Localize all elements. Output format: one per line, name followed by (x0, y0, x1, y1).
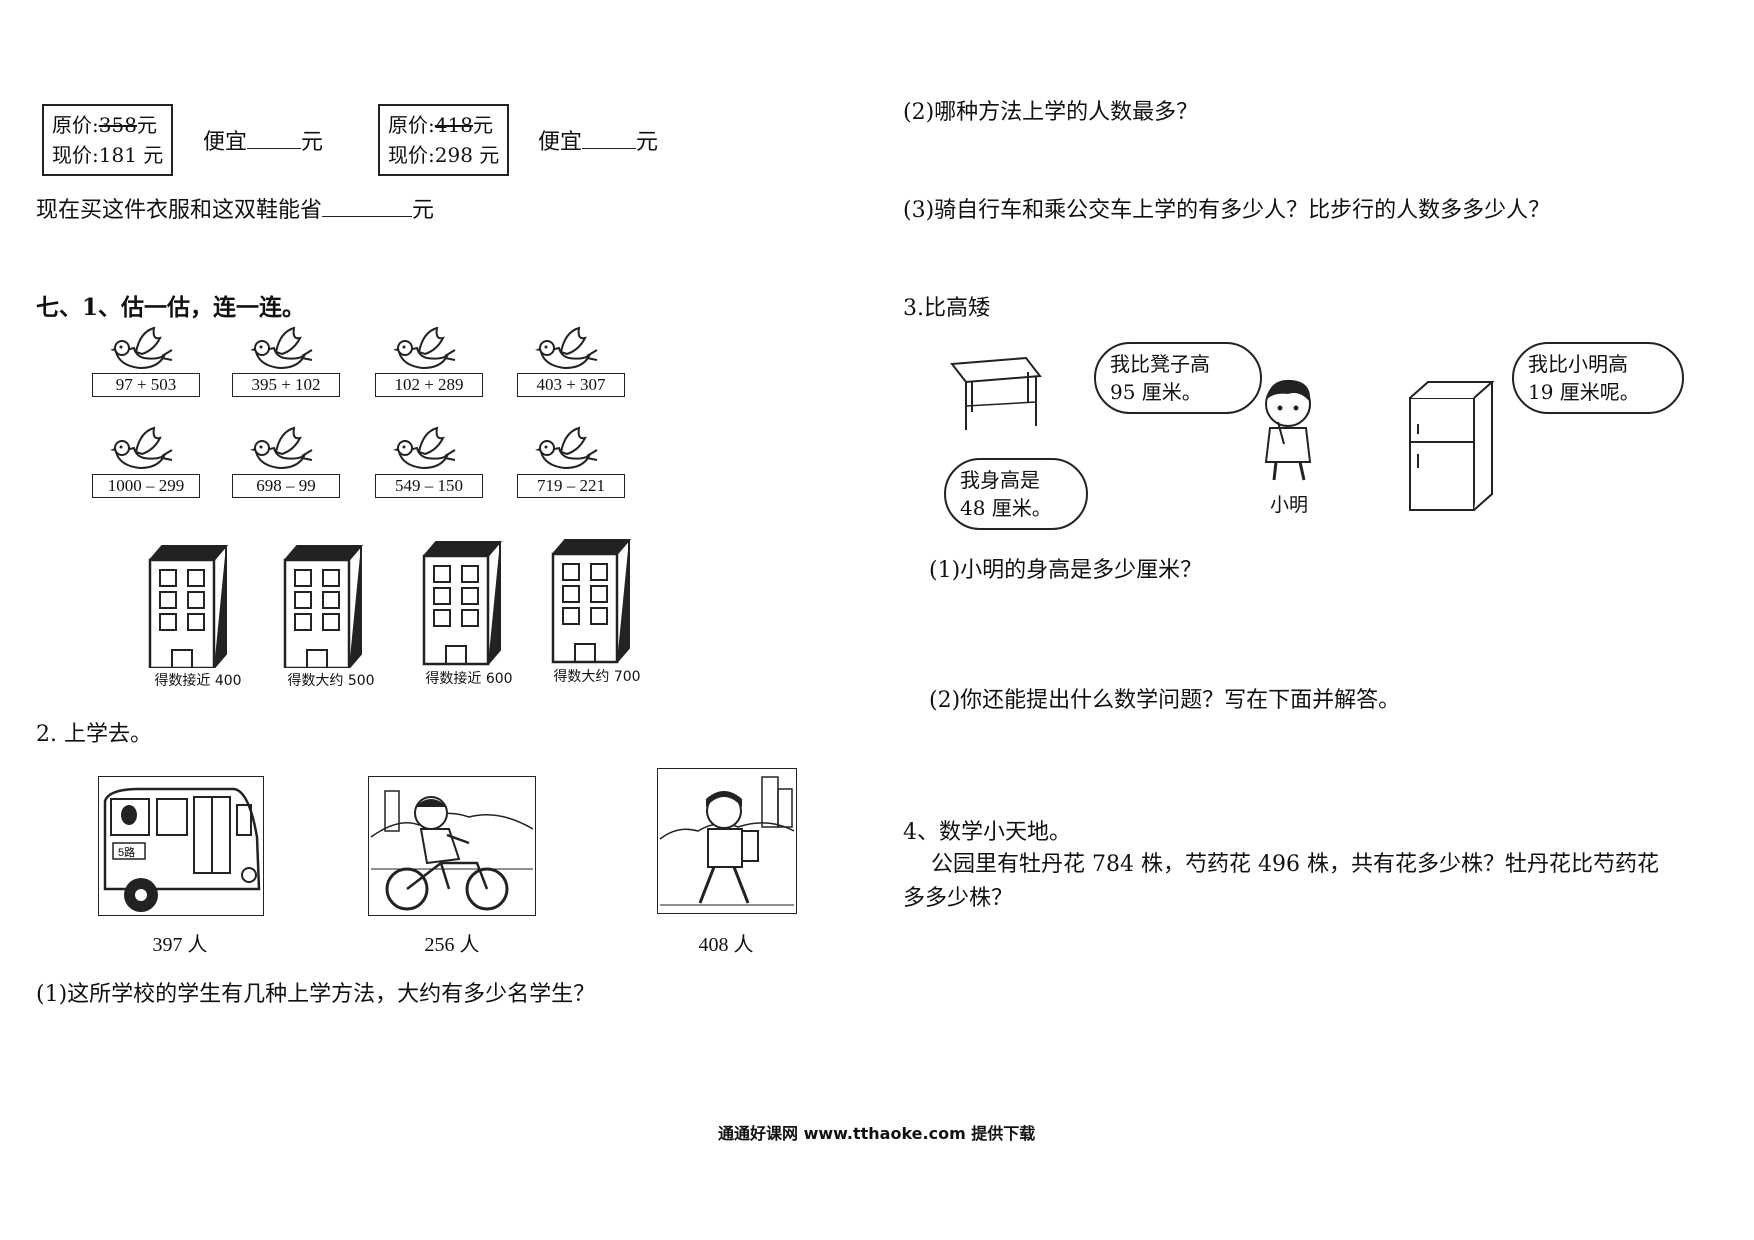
cheaper-label: 便宜 (203, 130, 248, 155)
question-2: (2)哪种方法上学的人数最多？ (903, 100, 1199, 125)
building-label: 得数接近 600 (425, 671, 513, 687)
answer-blank[interactable] (247, 130, 302, 149)
orig-price-label: 原价: (52, 113, 99, 137)
save-question: 现在买这件衣服和这双鞋能省 元 (36, 192, 434, 224)
bubble-line: 19 厘米呢。 (1528, 380, 1640, 404)
orig-price-unit: 元 (136, 113, 157, 137)
building-label: 得数大约 700 (553, 669, 641, 685)
section4-title: 4、数学小天地。 (903, 820, 1071, 845)
building-label: 得数大约 500 (287, 673, 375, 689)
cheaper-label: 便宜 (538, 130, 583, 155)
building-label: 得数接近 400 (154, 673, 242, 689)
expr-box[interactable]: 102 + 289 (375, 373, 483, 397)
building-icon (283, 545, 364, 668)
now-price-value: 181 (98, 143, 137, 167)
bird-icon (393, 326, 456, 370)
building-icon (148, 545, 229, 668)
bird-icon (393, 426, 456, 470)
bubble-line: 我身高是 (960, 468, 1040, 492)
expr-box[interactable]: 698 – 99 (232, 474, 340, 498)
section7-title: 七、1、估一估，连一连。 (36, 294, 306, 321)
fridge-picture (1409, 381, 1495, 511)
cheaper-1: 便宜 元 (203, 124, 323, 156)
bird-icon (110, 326, 173, 370)
building-icon (422, 541, 503, 666)
section3-title: 3.比高矮 (903, 296, 990, 321)
orig-price-value: 418 (434, 113, 473, 137)
count-bus: 397 人 (152, 934, 208, 956)
xiaoming-label: 小明 (1270, 494, 1309, 516)
bird-icon (110, 426, 173, 470)
expr-box[interactable]: 719 – 221 (517, 474, 625, 498)
bubble-line: 95 厘米。 (1110, 380, 1202, 404)
question-3: (3)骑自行车和乘公交车上学的有多少人？比步行的人数多多少人？ (903, 198, 1551, 223)
speech-bubble-stool: 我身高是 48 厘米。 (944, 458, 1088, 530)
orig-price-unit: 元 (472, 113, 493, 137)
bird-icon (535, 426, 598, 470)
bicycle-picture (368, 776, 536, 916)
stool-picture (950, 356, 1042, 430)
cheaper-unit: 元 (636, 130, 659, 155)
answer-blank[interactable] (322, 198, 413, 217)
section3-question-2: (2)你还能提出什么数学问题？写在下面并解答。 (929, 688, 1401, 713)
speech-bubble-boy: 我比凳子高 95 厘米。 (1094, 342, 1262, 414)
section2-title: 2. 上学去。 (36, 722, 152, 747)
expr-box[interactable]: 403 + 307 (517, 373, 625, 397)
cheaper-unit: 元 (301, 130, 324, 155)
building-icon (551, 539, 632, 664)
count-bicycle: 256 人 (424, 934, 480, 956)
now-price-value: 298 (434, 143, 473, 167)
section4-line-1: 公园里有牡丹花 784 株，芍药花 496 株，共有花多少株？牡丹花比芍药花 (931, 852, 1659, 877)
price-box-shoes: 原价:418元 现价:298 元 (378, 104, 510, 176)
bird-icon (250, 426, 313, 470)
question-1: (1)这所学校的学生有几种上学方法，大约有多少名学生？ (36, 982, 596, 1007)
price-box-clothes: 原价:358元 现价:181 元 (42, 104, 174, 176)
orig-price-label: 原价: (388, 113, 435, 137)
count-walking: 408 人 (698, 934, 754, 956)
expr-box[interactable]: 395 + 102 (232, 373, 340, 397)
expr-box[interactable]: 1000 – 299 (92, 474, 200, 498)
section4-line-2: 多多少株？ (903, 886, 1014, 911)
bubble-line: 48 厘米。 (960, 496, 1052, 520)
xiaoming-picture (1264, 379, 1312, 481)
bus-picture: 5路 (98, 776, 264, 916)
bird-icon (535, 326, 598, 370)
now-price-unit: 元 (479, 143, 500, 167)
now-price-label: 现价: (388, 143, 435, 167)
bubble-line: 我比凳子高 (1110, 352, 1210, 376)
orig-price-value: 358 (98, 113, 137, 137)
walking-picture (657, 768, 797, 914)
bird-icon (250, 326, 313, 370)
save-unit: 元 (412, 198, 435, 223)
bus-sign: 5路 (118, 846, 135, 859)
bubble-line: 我比小明高 (1528, 352, 1628, 376)
expr-box[interactable]: 97 + 503 (92, 373, 200, 397)
now-price-unit: 元 (143, 143, 164, 167)
save-text: 现在买这件衣服和这双鞋能省 (36, 198, 323, 223)
answer-blank[interactable] (582, 130, 637, 149)
buildings-illustration (148, 539, 632, 668)
footer-credit: 通通好课网 www.tthaoke.com 提供下载 (718, 1124, 1036, 1143)
expr-box[interactable]: 549 – 150 (375, 474, 483, 498)
speech-bubble-fridge: 我比小明高 19 厘米呢。 (1512, 342, 1684, 414)
section3-question-1: (1)小明的身高是多少厘米？ (929, 558, 1203, 583)
cheaper-2: 便宜 元 (538, 124, 658, 156)
now-price-label: 现价: (52, 143, 99, 167)
